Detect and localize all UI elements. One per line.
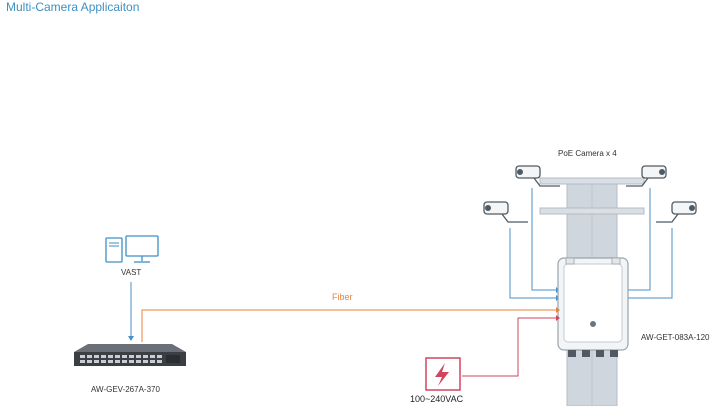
enclosure-model-label: AW-GET-083A-120 — [641, 333, 710, 342]
fiber-line — [141, 307, 560, 342]
fiber-label: Fiber — [332, 292, 353, 302]
network-switch-icon — [74, 344, 186, 366]
lightning-bolt-icon — [425, 357, 461, 391]
page-title: Multi-Camera Applicaiton — [6, 0, 140, 14]
camera-mid-left — [483, 201, 528, 223]
switch-model-label: AW-GEV-267A-370 — [91, 385, 160, 394]
camera-top-right — [626, 165, 667, 187]
camera-mid-right — [656, 201, 697, 223]
poe-lines — [509, 188, 673, 299]
desktop-computer-icon — [105, 235, 159, 263]
vast-label: VAST — [121, 268, 142, 277]
power-input-label: 100~240VAC — [410, 394, 464, 404]
outdoor-enclosure-icon — [557, 257, 629, 357]
power-line — [462, 315, 560, 377]
poe-camera-label: PoE Camera x 4 — [558, 149, 617, 158]
camera-top-left — [515, 165, 560, 187]
vast-to-switch-line — [128, 282, 134, 341]
